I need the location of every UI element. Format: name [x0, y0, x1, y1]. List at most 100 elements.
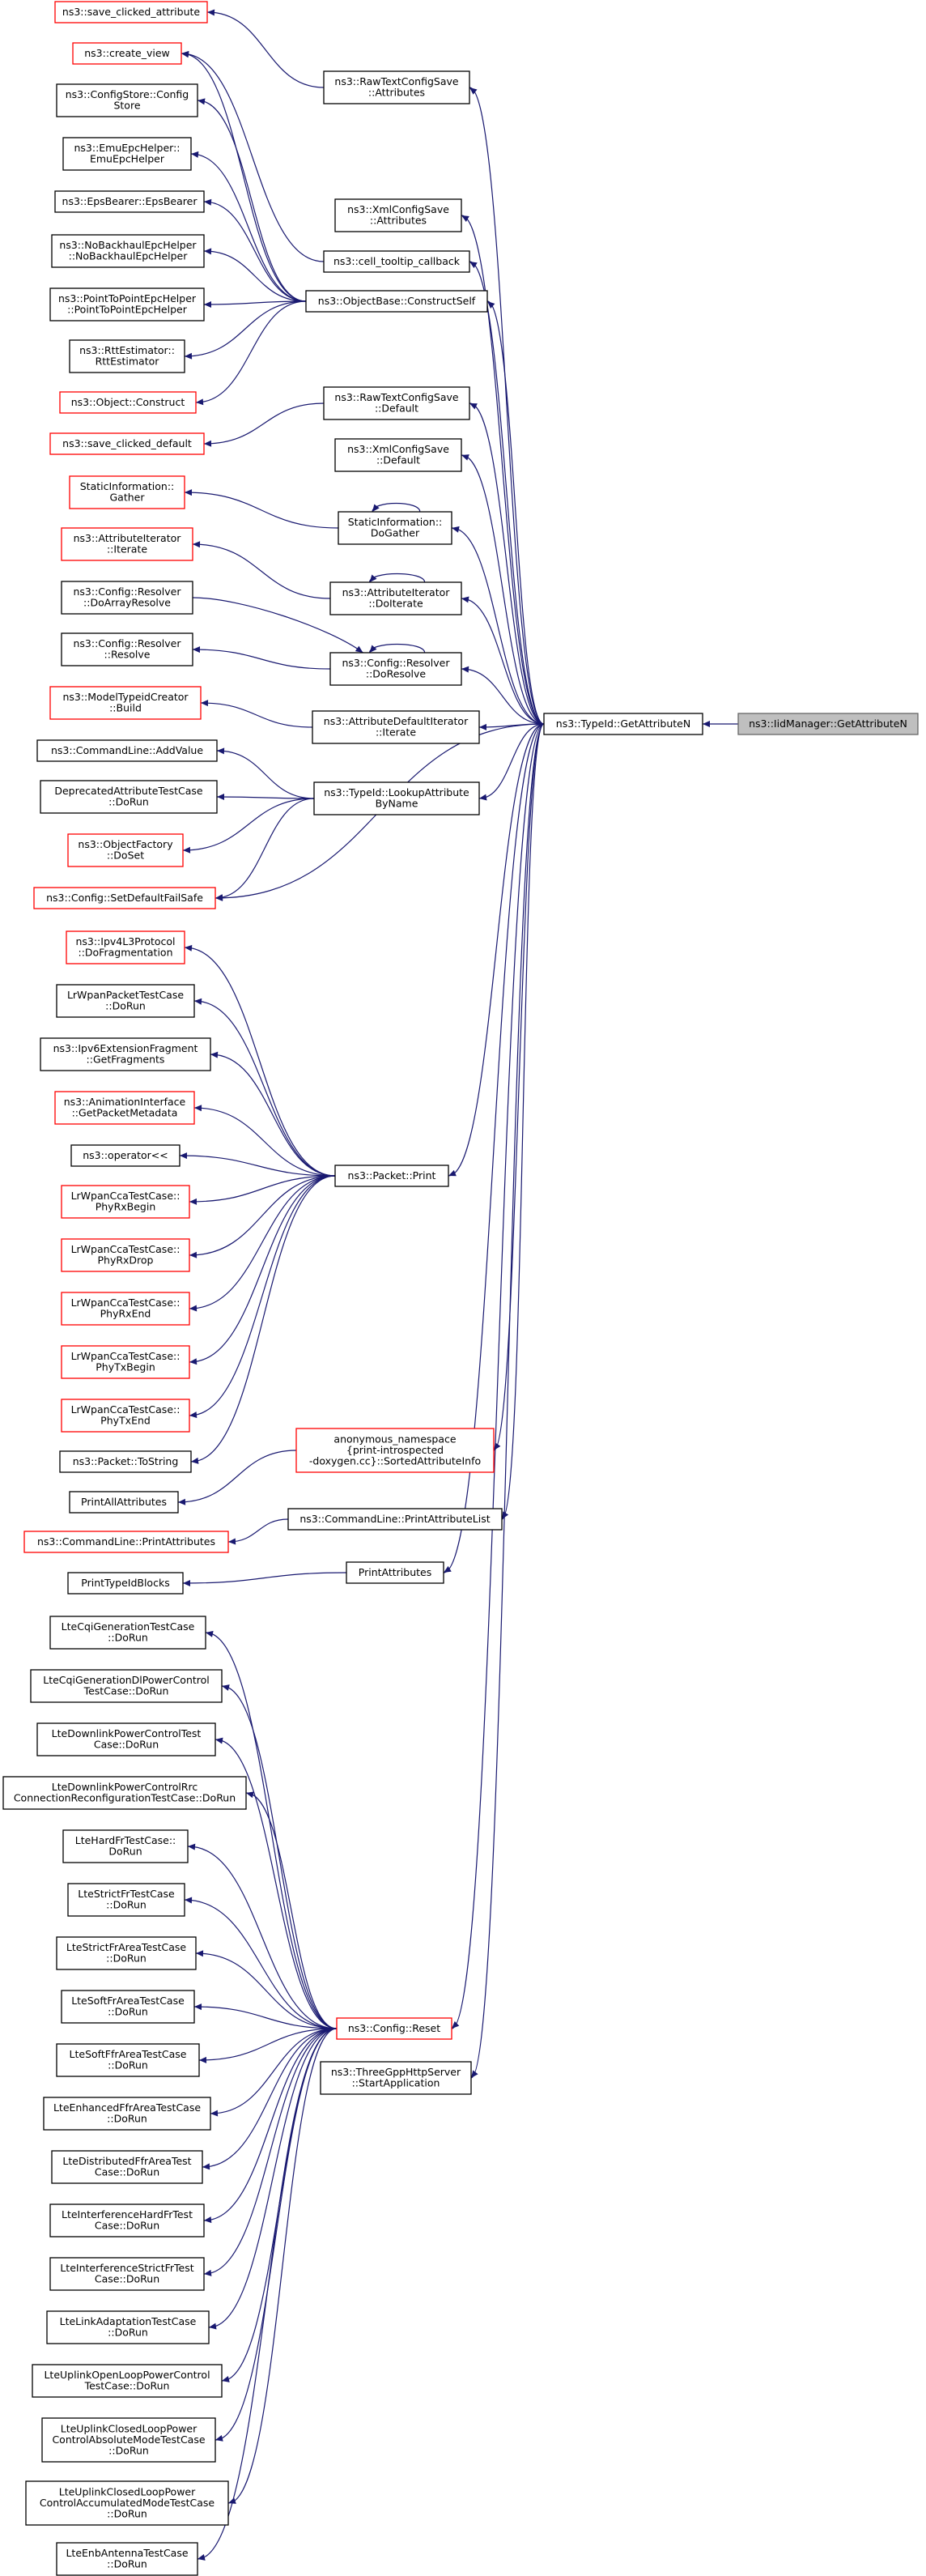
- graph-node-crdr[interactable]: ns3::Config::Resolver::DoResolve: [329, 652, 462, 686]
- node-label-line: ns3::Object::Construct: [71, 396, 185, 408]
- graph-node-lte15[interactable]: LteUplinkOpenLoopPowerControlTestCase::D…: [32, 2364, 223, 2398]
- graph-node-ctc[interactable]: ns3::cell_tooltip_callback: [323, 250, 470, 273]
- graph-node-txb[interactable]: LrWpanCcaTestCase::PhyTxBegin: [61, 1345, 190, 1379]
- arrowhead: [217, 747, 225, 755]
- graph-node-oc[interactable]: ns3::Object::Construct: [59, 391, 197, 414]
- graph-node-ait[interactable]: ns3::AttributeIterator::Iterate: [61, 527, 193, 561]
- node-box: [67, 1883, 185, 1917]
- graph-node-xcs[interactable]: ns3::XmlConfigSave::Attributes: [334, 198, 462, 232]
- node-box: [334, 1165, 449, 1187]
- node-label-line: ::DoRun: [108, 2327, 148, 2339]
- graph-node-ipv6[interactable]: ns3::Ipv6ExtensionFragment::GetFragments: [40, 1037, 211, 1071]
- graph-node-lte18[interactable]: LteEnbAntennaTestCase::DoRun: [56, 2542, 198, 2576]
- graph-node-clpal[interactable]: ns3::CommandLine::PrintAttributeList: [287, 1508, 503, 1531]
- graph-node-ofds[interactable]: ns3::ObjectFactory::DoSet: [67, 833, 184, 867]
- graph-node-sidg[interactable]: StaticInformation::DoGather: [338, 511, 452, 545]
- graph-node-sig[interactable]: StaticInformation::Gather: [69, 475, 185, 509]
- graph-node-txe[interactable]: LrWpanCcaTestCase::PhyTxEnd: [61, 1399, 190, 1433]
- graph-node-lte10[interactable]: LteEnhancedFfrAreaTestCase::DoRun: [43, 2097, 211, 2131]
- node-label-line: ns3::ObjectFactory: [78, 838, 173, 850]
- node-label-line: ns3::Config::Resolver: [342, 657, 450, 669]
- graph-node-lte16[interactable]: LteUplinkClosedLoopPowerControlAbsoluteM…: [41, 2417, 216, 2463]
- graph-node-nbh[interactable]: ns3::NoBackhaulEpcHelper::NoBackhaulEpcH…: [51, 234, 205, 268]
- node-box: [61, 581, 193, 615]
- arrowhead: [204, 440, 212, 447]
- graph-node-eeh[interactable]: ns3::EmuEpcHelper::EmuEpcHelper: [62, 137, 192, 171]
- call-edge: [493, 723, 545, 1451]
- graph-node-clav[interactable]: ns3::CommandLine::AddValue: [36, 739, 218, 762]
- arrowhead: [222, 1684, 230, 1691]
- graph-node-obc[interactable]: ns3::ObjectBase::ConstructSelf: [305, 290, 488, 313]
- graph-node-crr[interactable]: ns3::Config::Resolver::Resolve: [61, 632, 193, 666]
- graph-node-pts[interactable]: ns3::Packet::ToString: [59, 1450, 192, 1473]
- node-label-line: Case::DoRun: [95, 2166, 159, 2178]
- graph-node-lte17[interactable]: LteUplinkClosedLoopPowerControlAccumulat…: [25, 2480, 229, 2526]
- graph-node-cv[interactable]: ns3::create_view: [72, 42, 182, 65]
- graph-node-rtt[interactable]: ns3::RttEstimator::RttEstimator: [69, 339, 185, 373]
- arrowhead: [502, 1511, 509, 1519]
- graph-node-pprint[interactable]: ns3::Packet::Print: [334, 1165, 449, 1187]
- node-label-line: ::GetPacketMetadata: [72, 1107, 178, 1119]
- graph-node-ptp[interactable]: ns3::PointToPointEpcHelper::PointToPoint…: [49, 287, 205, 321]
- arrowhead: [191, 151, 199, 158]
- call-edge: [190, 1175, 336, 1463]
- graph-node-op[interactable]: ns3::operator<<: [70, 1144, 181, 1167]
- graph-node-anon[interactable]: anonymous_namespace{print-introspected-d…: [295, 1428, 495, 1473]
- graph-node-gattr[interactable]: ns3::TypeId::GetAttributeN: [543, 713, 703, 735]
- arrowhead: [369, 645, 377, 653]
- graph-node-rxe[interactable]: LrWpanCcaTestCase::PhyRxEnd: [61, 1292, 190, 1326]
- graph-node-csc[interactable]: ns3::ConfigStore::ConfigStore: [56, 83, 198, 117]
- graph-node-rtcd[interactable]: ns3::RawTextConfigSave::Default: [323, 386, 470, 420]
- graph-node-lte2[interactable]: LteCqiGenerationDlPowerControlTestCase::…: [30, 1669, 223, 1703]
- call-edge: [203, 2028, 338, 2221]
- graph-node-adi[interactable]: ns3::AttributeDefaultIterator::Iterate: [312, 710, 480, 744]
- node-label-line: ns3::PointToPointEpcHelper: [58, 292, 197, 304]
- node-box: [295, 1428, 495, 1473]
- call-edge: [216, 796, 315, 799]
- graph-node-pattrs[interactable]: PrintAttributes: [346, 1561, 444, 1584]
- node-label-line: LrWpanCcaTestCase::: [71, 1243, 181, 1255]
- graph-node-lte9[interactable]: LteSoftFfrAreaTestCase::DoRun: [56, 2043, 200, 2077]
- graph-node-lte1[interactable]: LteCqiGenerationTestCase::DoRun: [49, 1616, 206, 1650]
- graph-node-lte5[interactable]: LteHardFrTestCase::DoRun: [62, 1829, 189, 1863]
- call-edge: [189, 1175, 336, 1363]
- graph-node-aigpm[interactable]: ns3::AnimationInterface::GetPacketMetada…: [54, 1091, 195, 1125]
- graph-node-datc[interactable]: DeprecatedAttributeTestCase::DoRun: [40, 780, 218, 814]
- graph-node-ebb[interactable]: ns3::EpsBearer::EpsBearer: [54, 190, 205, 213]
- node-box: [54, 1091, 195, 1125]
- arrowhead: [191, 1457, 199, 1464]
- graph-node-aidi[interactable]: ns3::AttributeIterator::DoIterate: [329, 581, 462, 615]
- graph-node-lwpt[interactable]: LrWpanPacketTestCase::DoRun: [56, 984, 195, 1018]
- graph-node-rxb[interactable]: LrWpanCcaTestCase::PhyRxBegin: [61, 1185, 190, 1219]
- graph-node-xcd[interactable]: ns3::XmlConfigSave::Default: [334, 438, 462, 472]
- call-edge: [192, 597, 363, 654]
- graph-node-ptib[interactable]: PrintTypeIdBlocks: [67, 1572, 184, 1595]
- graph-node-csdf[interactable]: ns3::Config::SetDefaultFailSafe: [33, 887, 216, 909]
- graph-node-ipv4[interactable]: ns3::Ipv4L3Protocol::DoFragmentation: [66, 930, 185, 964]
- graph-node-creset[interactable]: ns3::Config::Reset: [336, 2017, 452, 2040]
- graph-node-lte8[interactable]: LteSoftFrAreaTestCase::DoRun: [61, 1990, 195, 2024]
- graph-node-sca[interactable]: ns3::save_clicked_attribute: [54, 1, 208, 23]
- graph-node-lte4[interactable]: LteDownlinkPowerControlRrcConnectionReco…: [2, 1776, 247, 1810]
- graph-node-lte14[interactable]: LteLinkAdaptationTestCase::DoRun: [46, 2310, 210, 2344]
- graph-node-rxd[interactable]: LrWpanCcaTestCase::PhyRxDrop: [61, 1238, 190, 1272]
- graph-node-scd[interactable]: ns3::save_clicked_default: [49, 432, 205, 455]
- graph-node-clpa[interactable]: ns3::CommandLine::PrintAttributes: [23, 1531, 229, 1553]
- node-label-line: ns3::Packet::ToString: [73, 1455, 179, 1467]
- graph-node-tghs[interactable]: ns3::ThreeGppHttpServer::StartApplicatio…: [320, 2061, 472, 2095]
- graph-node-mtcb[interactable]: ns3::ModelTypeidCreator::Build: [49, 686, 202, 720]
- graph-node-rtcs[interactable]: ns3::RawTextConfigSave::Attributes: [323, 70, 470, 104]
- graph-node-lte6[interactable]: LteStrictFrTestCase::DoRun: [67, 1883, 185, 1917]
- arrowhead: [209, 2323, 217, 2330]
- node-box: [36, 739, 218, 762]
- graph-node-paa[interactable]: PrintAllAttributes: [69, 1491, 179, 1514]
- node-label-line: ::StartApplication: [352, 2077, 440, 2089]
- graph-node-lte7[interactable]: LteStrictFrAreaTestCase::DoRun: [56, 1936, 197, 1970]
- node-box: [61, 1185, 190, 1219]
- graph-node-crdar[interactable]: ns3::Config::Resolver::DoArrayResolve: [61, 581, 193, 615]
